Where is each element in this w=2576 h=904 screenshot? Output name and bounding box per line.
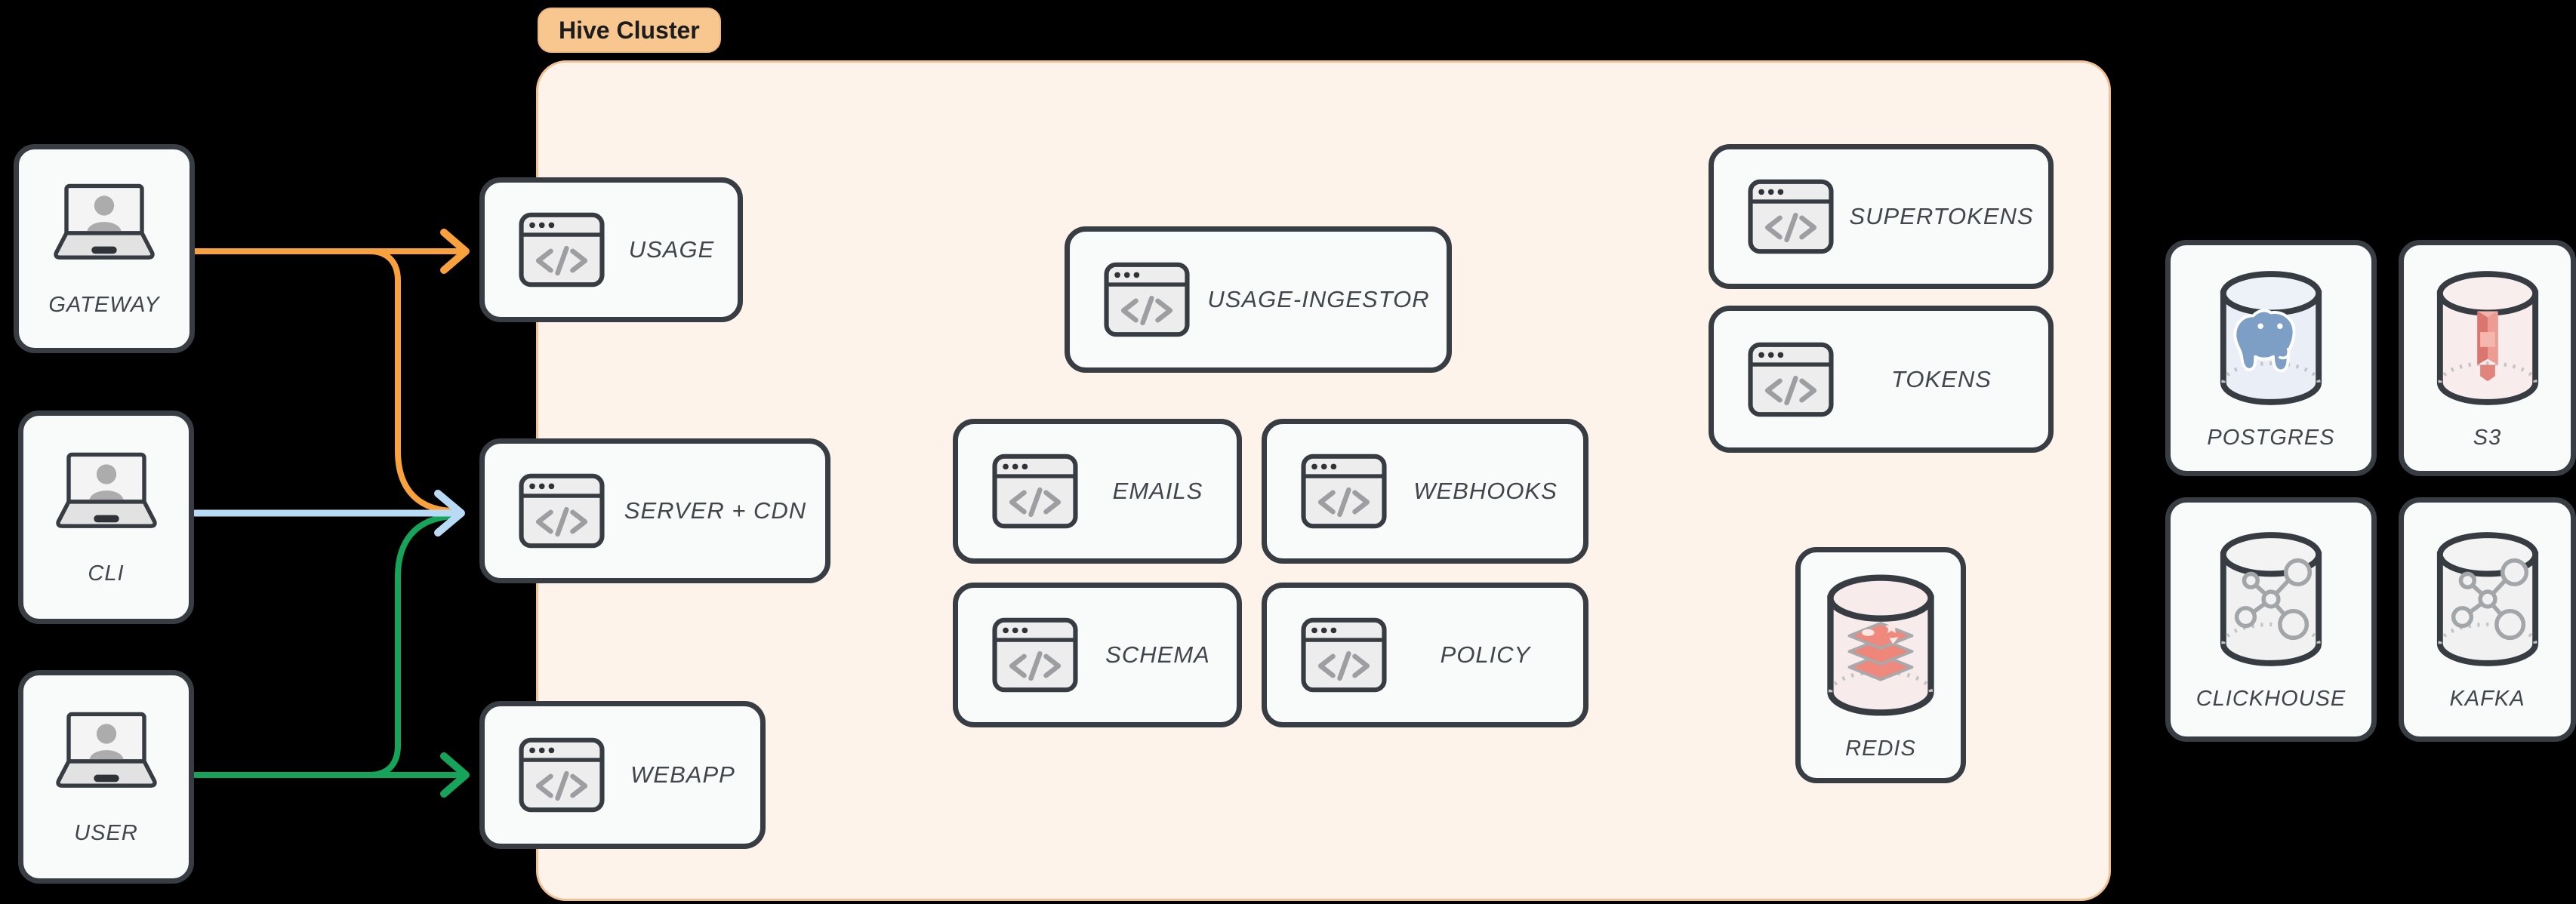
node-label: POLICY bbox=[1440, 641, 1531, 668]
node-label: TOKENS bbox=[1891, 365, 1992, 392]
node-tokens: TOKENS bbox=[1709, 306, 2054, 453]
node-label: POSTGRES bbox=[2207, 425, 2335, 450]
node-label: GATEWAY bbox=[48, 293, 160, 317]
laptop-user-icon-svg bbox=[55, 452, 157, 528]
molecule-logo bbox=[2451, 558, 2528, 641]
arrow-gateway-to-usage bbox=[191, 229, 470, 274]
node-cli: CLI bbox=[18, 410, 194, 624]
node-label: CLI bbox=[88, 561, 125, 586]
cluster-title-badge: Hive Cluster bbox=[538, 8, 721, 53]
node-clickhouse: CLICKHOUSE bbox=[2165, 497, 2377, 742]
code-window-icon-svg bbox=[1104, 262, 1190, 337]
node-label: CLICKHOUSE bbox=[2195, 687, 2346, 711]
code-window-icon-svg bbox=[1301, 617, 1387, 693]
node-label: USER bbox=[74, 821, 138, 845]
node-usage-ingestor: USAGE-INGESTOR bbox=[1065, 226, 1452, 373]
node-kafka: KAFKA bbox=[2399, 497, 2576, 742]
node-gateway: GATEWAY bbox=[14, 144, 195, 353]
database-cylinder-icon bbox=[2431, 527, 2544, 675]
redis-cylinder-icon bbox=[1821, 570, 1940, 724]
laptop-user-icon-svg bbox=[54, 183, 155, 260]
arrow-user-to-server-cdn bbox=[367, 513, 456, 778]
database-cylinder-icon-svg bbox=[2220, 532, 2322, 666]
database-cylinder-icon-svg bbox=[2436, 532, 2538, 666]
laptop-user-icon-svg bbox=[55, 712, 157, 788]
node-postgres: POSTGRES bbox=[2165, 240, 2377, 476]
code-window-icon-svg bbox=[519, 737, 605, 813]
code-window-icon bbox=[1103, 259, 1191, 340]
node-label: REDIS bbox=[1845, 736, 1916, 761]
node-label: KAFKA bbox=[2449, 687, 2525, 711]
code-window-icon-svg bbox=[1748, 179, 1834, 254]
node-server-cdn: SERVER + CDN bbox=[479, 438, 830, 583]
code-window-icon bbox=[1747, 176, 1835, 257]
node-label: WEBAPP bbox=[630, 761, 735, 788]
code-window-icon bbox=[518, 470, 605, 552]
node-usage: USAGE bbox=[479, 177, 743, 322]
node-label: S3 bbox=[2473, 425, 2502, 450]
node-label: USAGE bbox=[628, 236, 715, 263]
laptop-user-icon bbox=[48, 180, 161, 275]
arrow-gateway-to-server-cdn bbox=[367, 248, 454, 514]
code-window-icon bbox=[518, 734, 605, 816]
node-user: USER bbox=[18, 670, 194, 884]
s3-cylinder-icon-svg bbox=[2436, 270, 2538, 405]
node-label: EMAILS bbox=[1112, 478, 1203, 504]
node-label: SERVER + CDN bbox=[624, 497, 807, 524]
molecule-logo bbox=[2234, 558, 2313, 641]
code-window-icon bbox=[1747, 339, 1835, 420]
code-window-icon bbox=[1300, 450, 1388, 532]
postgres-logo bbox=[2233, 309, 2296, 372]
code-window-icon-svg bbox=[992, 617, 1078, 693]
code-window-icon-svg bbox=[519, 473, 605, 549]
node-redis: REDIS bbox=[1795, 547, 1966, 783]
code-window-icon-svg bbox=[519, 212, 605, 287]
node-policy: POLICY bbox=[1262, 583, 1588, 727]
redis-cylinder-icon-svg bbox=[1827, 573, 1934, 716]
code-window-icon bbox=[518, 209, 605, 291]
node-label: WEBHOOKS bbox=[1413, 478, 1558, 504]
postgres-cylinder-icon-svg bbox=[2220, 270, 2322, 405]
code-window-icon-svg bbox=[1301, 454, 1387, 529]
node-emails: EMAILS bbox=[953, 419, 1242, 564]
code-window-icon bbox=[1300, 614, 1388, 696]
node-webapp: WEBAPP bbox=[479, 701, 766, 849]
arrow-cli-to-server-cdn bbox=[191, 490, 465, 537]
node-supertokens: SUPERTOKENS bbox=[1709, 144, 2054, 289]
node-label: SUPERTOKENS bbox=[1849, 203, 2034, 229]
node-label: USAGE-INGESTOR bbox=[1207, 286, 1430, 312]
node-webhooks: WEBHOOKS bbox=[1262, 419, 1588, 564]
code-window-icon bbox=[991, 614, 1079, 696]
node-schema: SCHEMA bbox=[953, 583, 1242, 727]
database-cylinder-icon bbox=[2214, 527, 2328, 675]
node-s3: S3 bbox=[2399, 240, 2576, 476]
code-window-icon-svg bbox=[992, 454, 1078, 529]
arrow-user-to-webapp bbox=[192, 752, 470, 798]
redis-logo bbox=[1847, 621, 1914, 681]
laptop-user-icon bbox=[50, 708, 163, 803]
s3-logo bbox=[2476, 310, 2498, 381]
laptop-user-icon bbox=[50, 448, 163, 543]
code-window-icon-svg bbox=[1748, 342, 1834, 417]
postgres-cylinder-icon bbox=[2214, 266, 2328, 414]
s3-cylinder-icon bbox=[2431, 266, 2544, 414]
node-label: SCHEMA bbox=[1105, 641, 1210, 668]
code-window-icon bbox=[991, 450, 1079, 532]
